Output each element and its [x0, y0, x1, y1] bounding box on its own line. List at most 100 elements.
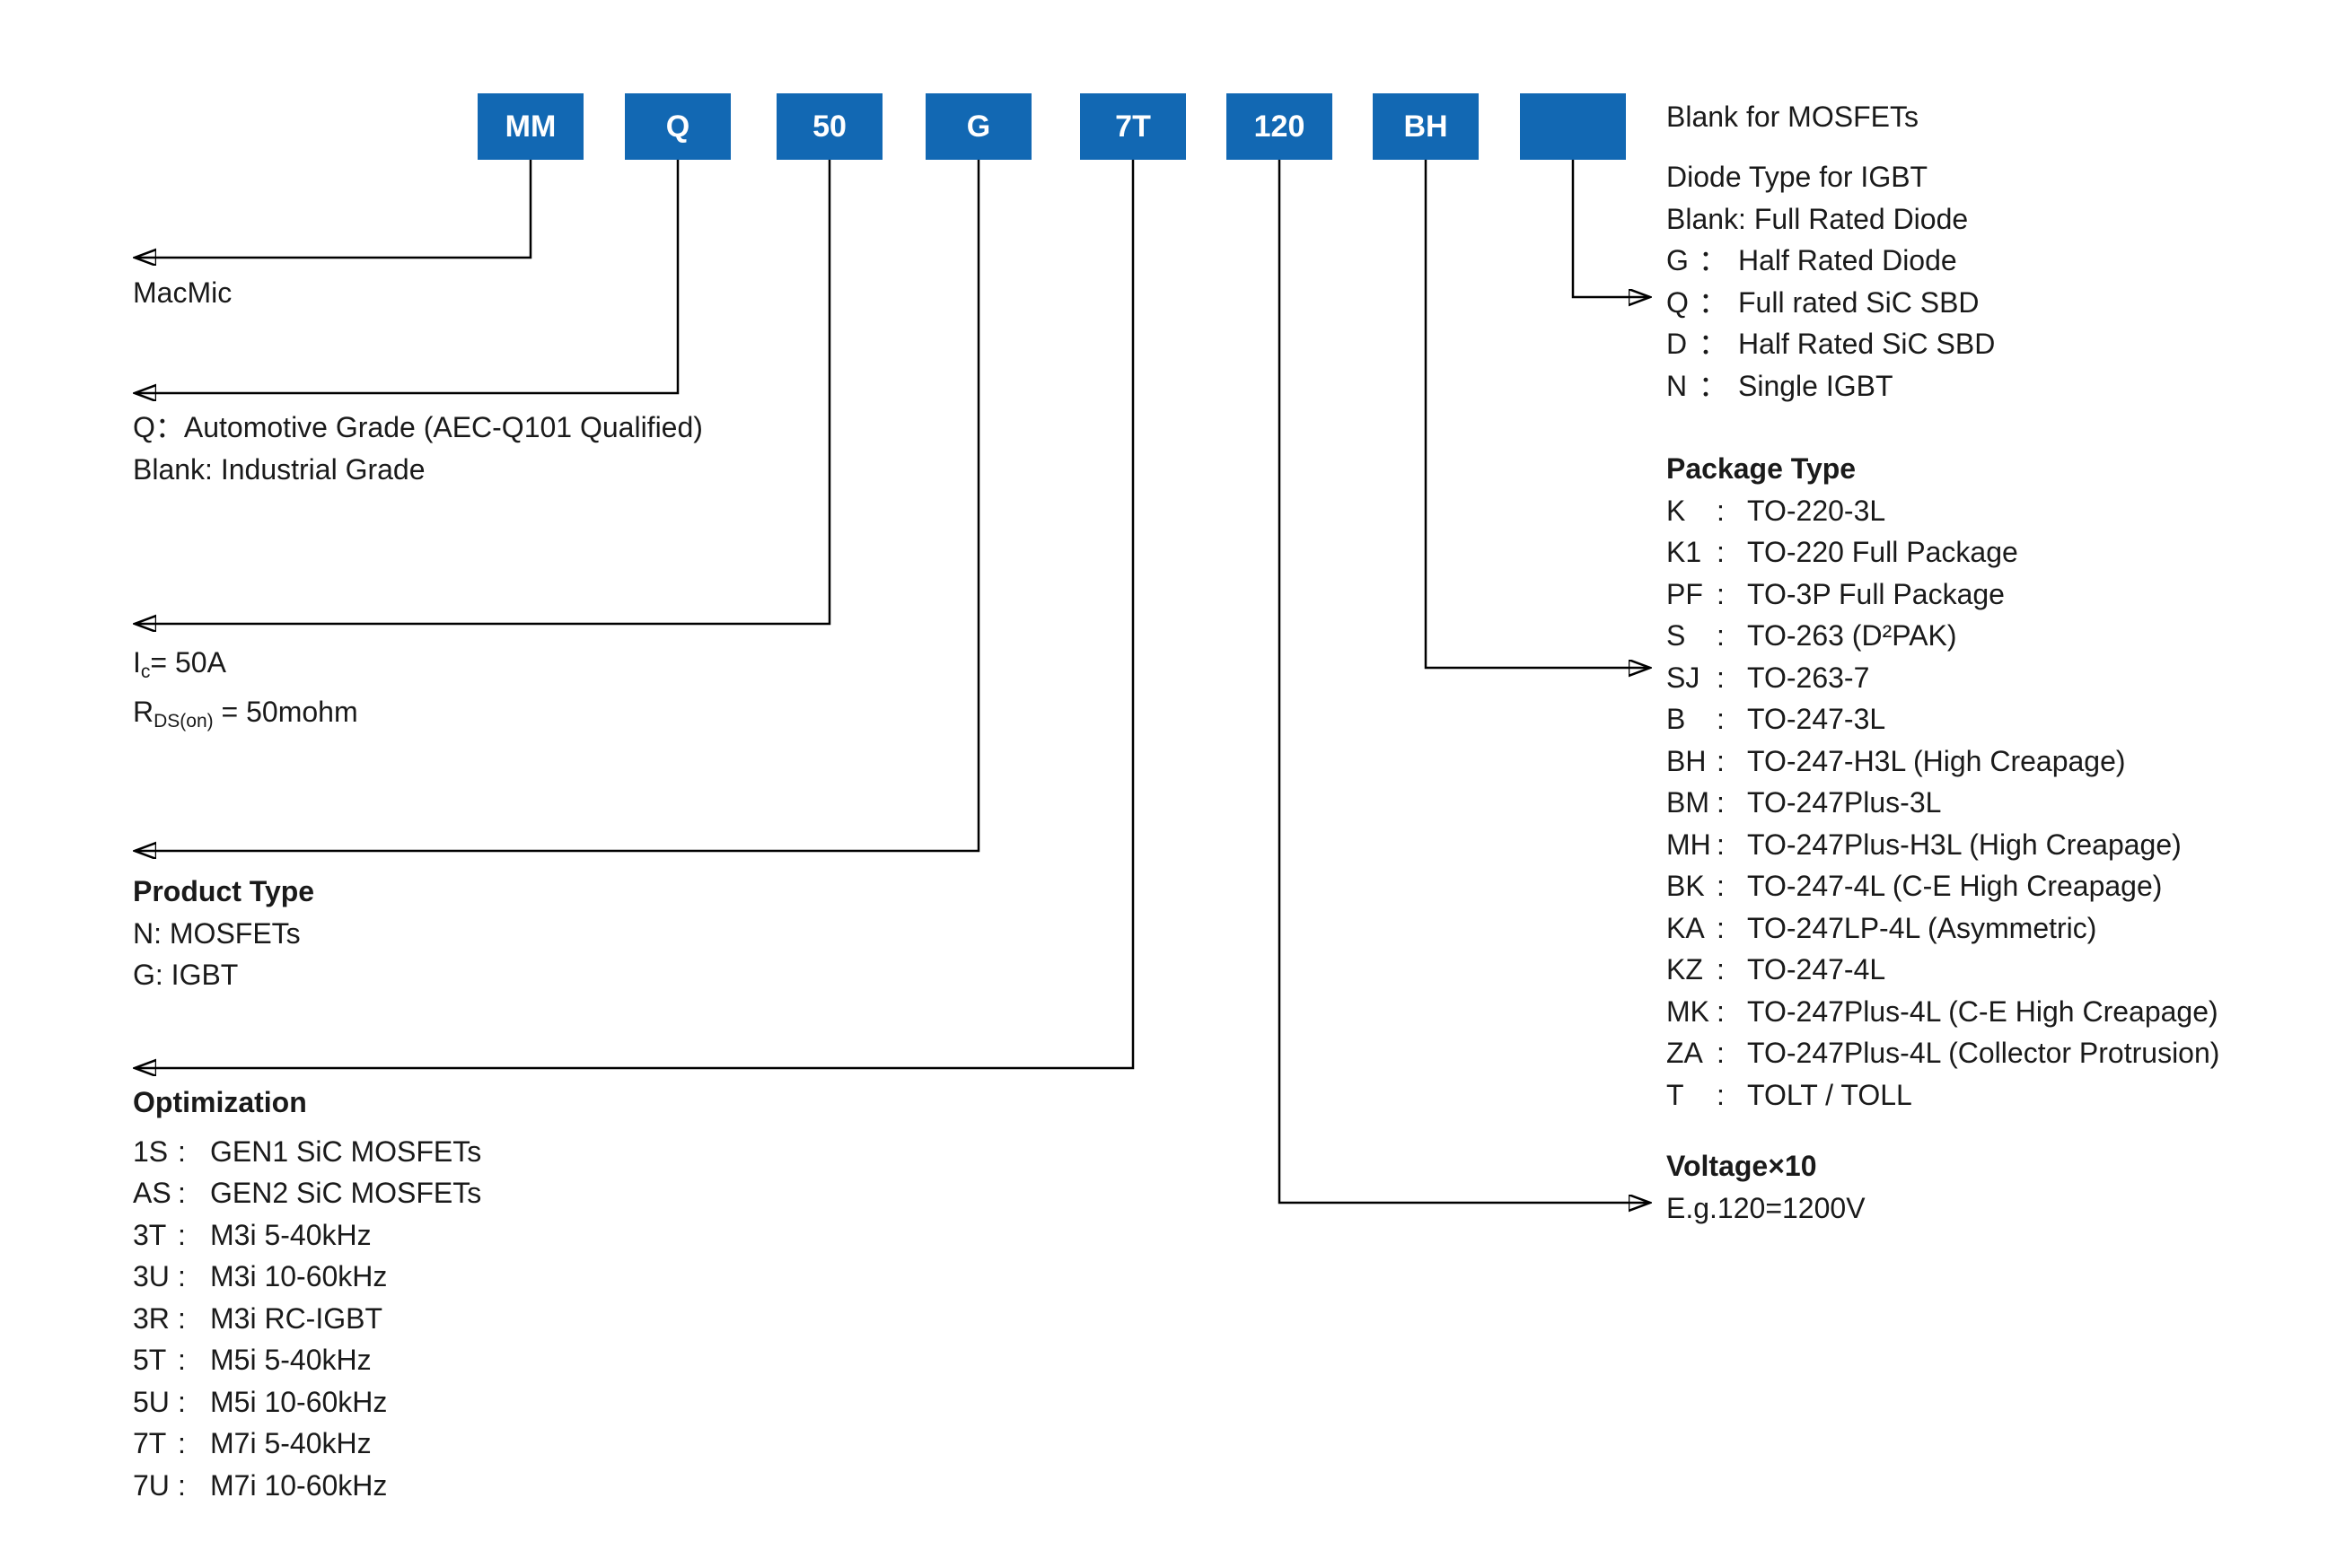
optimization-desc: M5i 5-40kHz — [210, 1344, 372, 1376]
package-item: KA: TO-247LP-4L (Asymmetric) — [1666, 907, 2219, 950]
colon-separator: ： — [1699, 369, 1728, 402]
package-item: KZ:TO-247-4L — [1666, 949, 2219, 991]
diode-type-item: N ： Single IGBT — [1666, 365, 1995, 407]
package-desc: TO-3P Full Package — [1747, 577, 2005, 610]
colon-separator: : — [1717, 1078, 1725, 1111]
optimization-code: 3T — [133, 1218, 167, 1251]
package-code: SJ — [1666, 661, 1700, 694]
optimization-list: 1S:GEN1 SiC MOSFETs AS:GEN2 SiC MOSFETs … — [133, 1131, 481, 1507]
connector-q-grade — [135, 160, 680, 393]
package-item: T:TOLT / TOLL — [1666, 1074, 2219, 1117]
diode-desc: Half Rated SiC SBD — [1738, 328, 1996, 360]
package-code: S — [1666, 619, 1686, 652]
package-desc: TO-247-3L — [1747, 703, 1886, 735]
colon-separator: ： — [1699, 328, 1728, 360]
colon-separator: : — [178, 1260, 186, 1292]
code-box-120: 120 — [1226, 93, 1332, 160]
diode-type-blank-note: Blank: Full Rated Diode — [1666, 202, 1969, 235]
colon-separator: : — [178, 1468, 186, 1502]
package-code: KZ — [1666, 953, 1703, 985]
package-item: MK:TO-247Plus-4L (C-E High Creapage) — [1666, 991, 2219, 1033]
package-desc: TO-263 (D²PAK) — [1747, 619, 1957, 652]
diode-code: D — [1666, 328, 1688, 360]
rdson-value: = 50mohm — [213, 696, 358, 728]
connector-50-ratings — [135, 160, 831, 624]
colon-separator: : — [1717, 1037, 1725, 1069]
colon-separator: : — [178, 1134, 186, 1168]
colon-separator: : — [178, 1301, 186, 1335]
package-item: ZA: TO-247Plus-4L (Collector Protrusion) — [1666, 1032, 2219, 1074]
package-desc: TO-247Plus-3L — [1747, 786, 1942, 819]
optimization-item: 7T:M7i 5-40kHz — [133, 1423, 481, 1465]
colon-separator: : — [1717, 577, 1725, 610]
code-box-50: 50 — [777, 93, 883, 160]
colon-separator: : — [1717, 911, 1725, 944]
code-box-g: G — [926, 93, 1032, 160]
optimization-code: 7U — [133, 1468, 170, 1502]
package-item: K:TO-220-3L — [1666, 490, 2219, 532]
optimization-item: 5U:M5i 10-60kHz — [133, 1381, 481, 1423]
optimization-desc: M5i 10-60kHz — [210, 1385, 388, 1418]
optimization-item: 7U:M7i 10-60kHz — [133, 1465, 481, 1507]
current-value: = 50A — [150, 646, 226, 679]
package-desc: TO-263-7 — [1747, 661, 1870, 694]
package-code: K1 — [1666, 536, 1702, 568]
package-code: ZA — [1666, 1037, 1703, 1069]
package-code: BK — [1666, 870, 1705, 902]
colon-separator: : — [1717, 661, 1725, 694]
package-item: PF:TO-3P Full Package — [1666, 574, 2219, 616]
diode-code: G — [1666, 244, 1689, 276]
colon-separator: : — [178, 1344, 186, 1376]
package-item: BM: TO-247Plus-3L — [1666, 782, 2219, 824]
colon-separator: : — [1717, 828, 1725, 861]
grade-line-industrial: Blank: Industrial Grade — [133, 452, 426, 486]
package-desc: TO-247LP-4L (Asymmetric) — [1747, 911, 2097, 944]
package-item: BH:TO-247-H3L (High Creapage) — [1666, 740, 2219, 783]
package-desc: TO-247Plus-4L (Collector Protrusion) — [1747, 1037, 2220, 1069]
diode-type-item: Q：Full rated SiC SBD — [1666, 282, 1995, 324]
diode-type-item: D ： Half Rated SiC SBD — [1666, 323, 1995, 365]
package-code: KA — [1666, 911, 1705, 944]
package-item: S:TO-263 (D²PAK) — [1666, 615, 2219, 657]
colon-separator: : — [1717, 703, 1725, 735]
callout-diode-type: Diode Type for IGBT Blank: Full Rated Di… — [1666, 156, 1995, 407]
connector-bh-package — [1424, 160, 1650, 668]
connector-blank-diode-type — [1571, 160, 1650, 297]
package-desc: TO-247Plus-H3L (High Creapage) — [1747, 828, 2182, 861]
package-desc: TOLT / TOLL — [1747, 1078, 1912, 1111]
package-code: BM — [1666, 786, 1709, 819]
diode-code: Q — [1666, 285, 1689, 319]
colon-separator: : — [178, 1385, 186, 1418]
optimization-code: 3U — [133, 1260, 170, 1292]
package-item: B: TO-247-3L — [1666, 698, 2219, 740]
product-type-igbt: G: IGBT — [133, 959, 239, 991]
package-desc: TO-247Plus-4L (C-E High Creapage) — [1747, 994, 2218, 1028]
package-code: B — [1666, 703, 1686, 735]
connector-120-voltage — [1278, 160, 1650, 1203]
colon-separator: : — [1717, 994, 1725, 1028]
connector-7t-optimization — [135, 160, 1135, 1068]
callout-package-type: Package Type K:TO-220-3L K1:TO-220 Full … — [1666, 448, 2219, 1116]
diode-desc: Full rated SiC SBD — [1738, 285, 1980, 319]
code-box-7t: 7T — [1080, 93, 1186, 160]
callout-product-type: Product Type N: MOSFETs G: IGBT — [133, 871, 314, 996]
callout-optimization: Optimization 1S:GEN1 SiC MOSFETs AS:GEN2… — [133, 1082, 481, 1506]
current-symbol: I — [133, 646, 141, 679]
diode-code: N — [1666, 369, 1688, 402]
voltage-heading: Voltage×10 — [1666, 1150, 1817, 1182]
optimization-item: 3T:M3i 5-40kHz — [133, 1214, 481, 1257]
rdson-symbol: R — [133, 696, 154, 728]
optimization-code: AS — [133, 1177, 171, 1209]
diode-type-item: G：Half Rated Diode — [1666, 240, 1995, 282]
package-item: MH: TO-247Plus-H3L (High Creapage) — [1666, 824, 2219, 866]
optimization-desc: M3i RC-IGBT — [210, 1301, 382, 1335]
package-desc: TO-247-4L (C-E High Creapage) — [1747, 870, 2163, 902]
package-desc: TO-220-3L — [1747, 494, 1886, 527]
diode-desc: Single IGBT — [1738, 369, 1893, 402]
grade-line-automotive: Q：Automotive Grade (AEC-Q101 Qualified) — [133, 411, 703, 443]
package-code: BH — [1666, 744, 1707, 777]
package-code: MH — [1666, 828, 1711, 861]
optimization-desc: M3i 5-40kHz — [210, 1218, 372, 1251]
colon-separator: : — [1717, 786, 1725, 819]
